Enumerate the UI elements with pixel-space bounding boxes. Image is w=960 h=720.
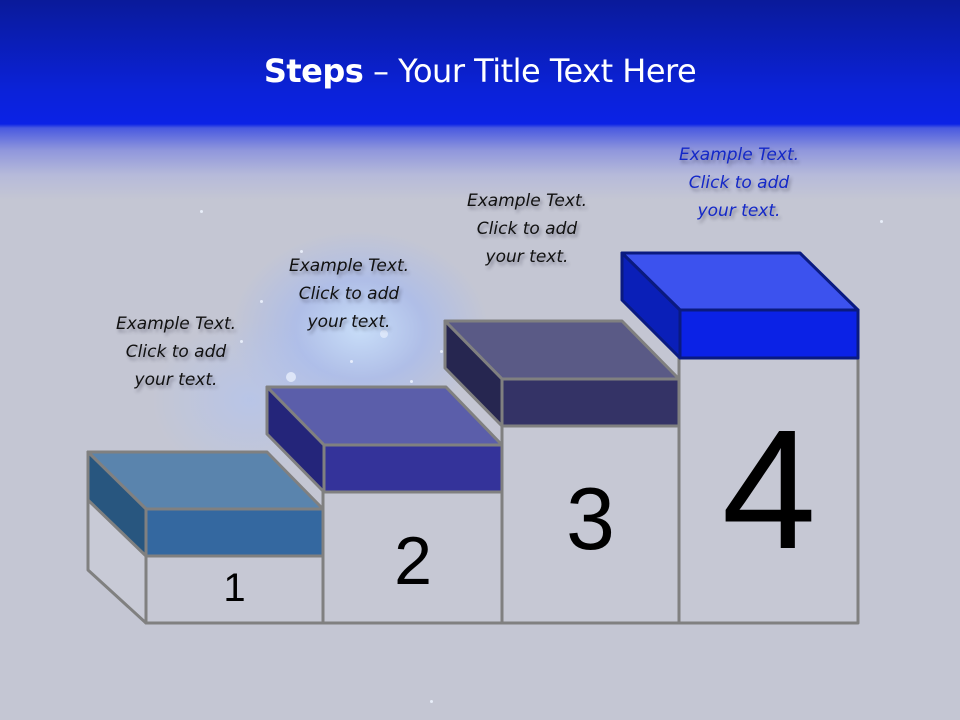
step-3-number: 3 [566, 469, 615, 568]
step-2-label[interactable]: Example Text. Click to add your text. [288, 256, 410, 332]
step-3-label[interactable]: Example Text. Click to add your text. [466, 191, 588, 267]
slide-title: Steps – Your Title Text Here [0, 52, 960, 90]
title-bold: Steps [263, 52, 364, 90]
step-2-number: 2 [394, 523, 432, 599]
step-4-label[interactable]: Example Text. Click to add your text. [678, 145, 800, 221]
title-rest: – Your Title Text Here [363, 52, 697, 90]
step-3-block[interactable] [443, 319, 681, 625]
step-2-block[interactable] [265, 385, 504, 625]
step-4-block[interactable] [620, 251, 860, 625]
step-1-label[interactable]: Example Text. Click to add your text. [115, 314, 237, 390]
step-4-number: 4 [721, 395, 817, 585]
step-1-number: 1 [223, 566, 246, 610]
